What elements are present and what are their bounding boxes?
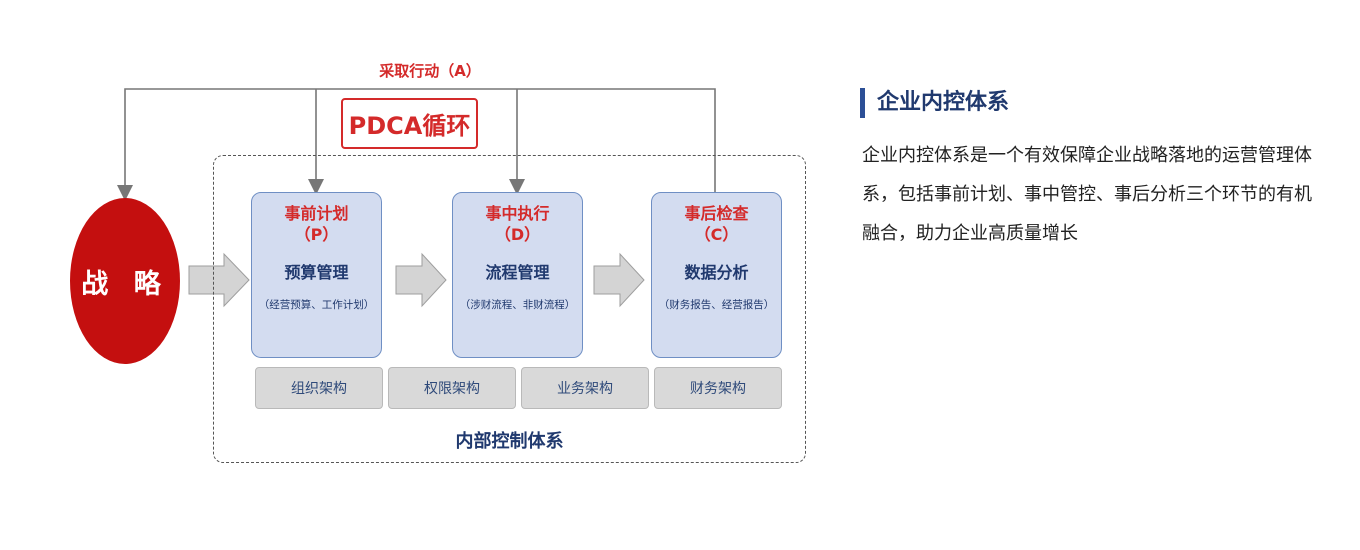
stage-sub: （涉财流程、非财流程） — [459, 299, 576, 311]
stage-execute: 事中执行 （D） 流程管理 （涉财流程、非财流程） — [452, 192, 583, 358]
internal-control-label: 内部控制体系 — [455, 431, 564, 452]
foundation-authority: 权限架构 — [388, 367, 516, 409]
flow-arrow-execute-to-check — [593, 252, 645, 308]
stage-title: 事中执行 — [485, 204, 550, 223]
flow-arrow-strategy-to-plan — [188, 252, 250, 308]
side-panel-title: 企业内控体系 — [860, 88, 1009, 118]
foundation-organization: 组织架构 — [255, 367, 383, 409]
stage-letter: （C） — [694, 225, 739, 244]
stage-letter: （D） — [494, 225, 541, 244]
stage-title: 事前计划 — [284, 204, 349, 223]
stage-check: 事后检查 （C） 数据分析 （财务报告、经营报告） — [651, 192, 782, 358]
foundation-finance: 财务架构 — [654, 367, 782, 409]
stage-plan: 事前计划 （P） 预算管理 （经营预算、工作计划） — [251, 192, 382, 358]
side-panel-description: 企业内控体系是一个有效保障企业战略落地的运营管理体系，包括事前计划、事中管控、事… — [862, 145, 1312, 244]
action-label: 采取行动（A） — [379, 62, 481, 80]
internal-control-frame — [213, 155, 806, 463]
stage-main: 预算管理 — [284, 263, 349, 282]
stage-title: 事后检查 — [684, 204, 749, 223]
stage-sub: （财务报告、经营报告） — [658, 299, 775, 311]
stage-sub: （经营预算、工作计划） — [258, 299, 375, 311]
stage-main: 数据分析 — [684, 263, 749, 282]
stage-main: 流程管理 — [485, 263, 550, 282]
foundation-business: 业务架构 — [521, 367, 649, 409]
strategy-node: 战 略 — [70, 198, 180, 364]
pdca-title: PDCA循环 — [341, 98, 478, 149]
stage-letter: （P） — [294, 225, 339, 244]
feedback-line — [117, 88, 716, 201]
flow-arrow-plan-to-execute — [395, 252, 447, 308]
